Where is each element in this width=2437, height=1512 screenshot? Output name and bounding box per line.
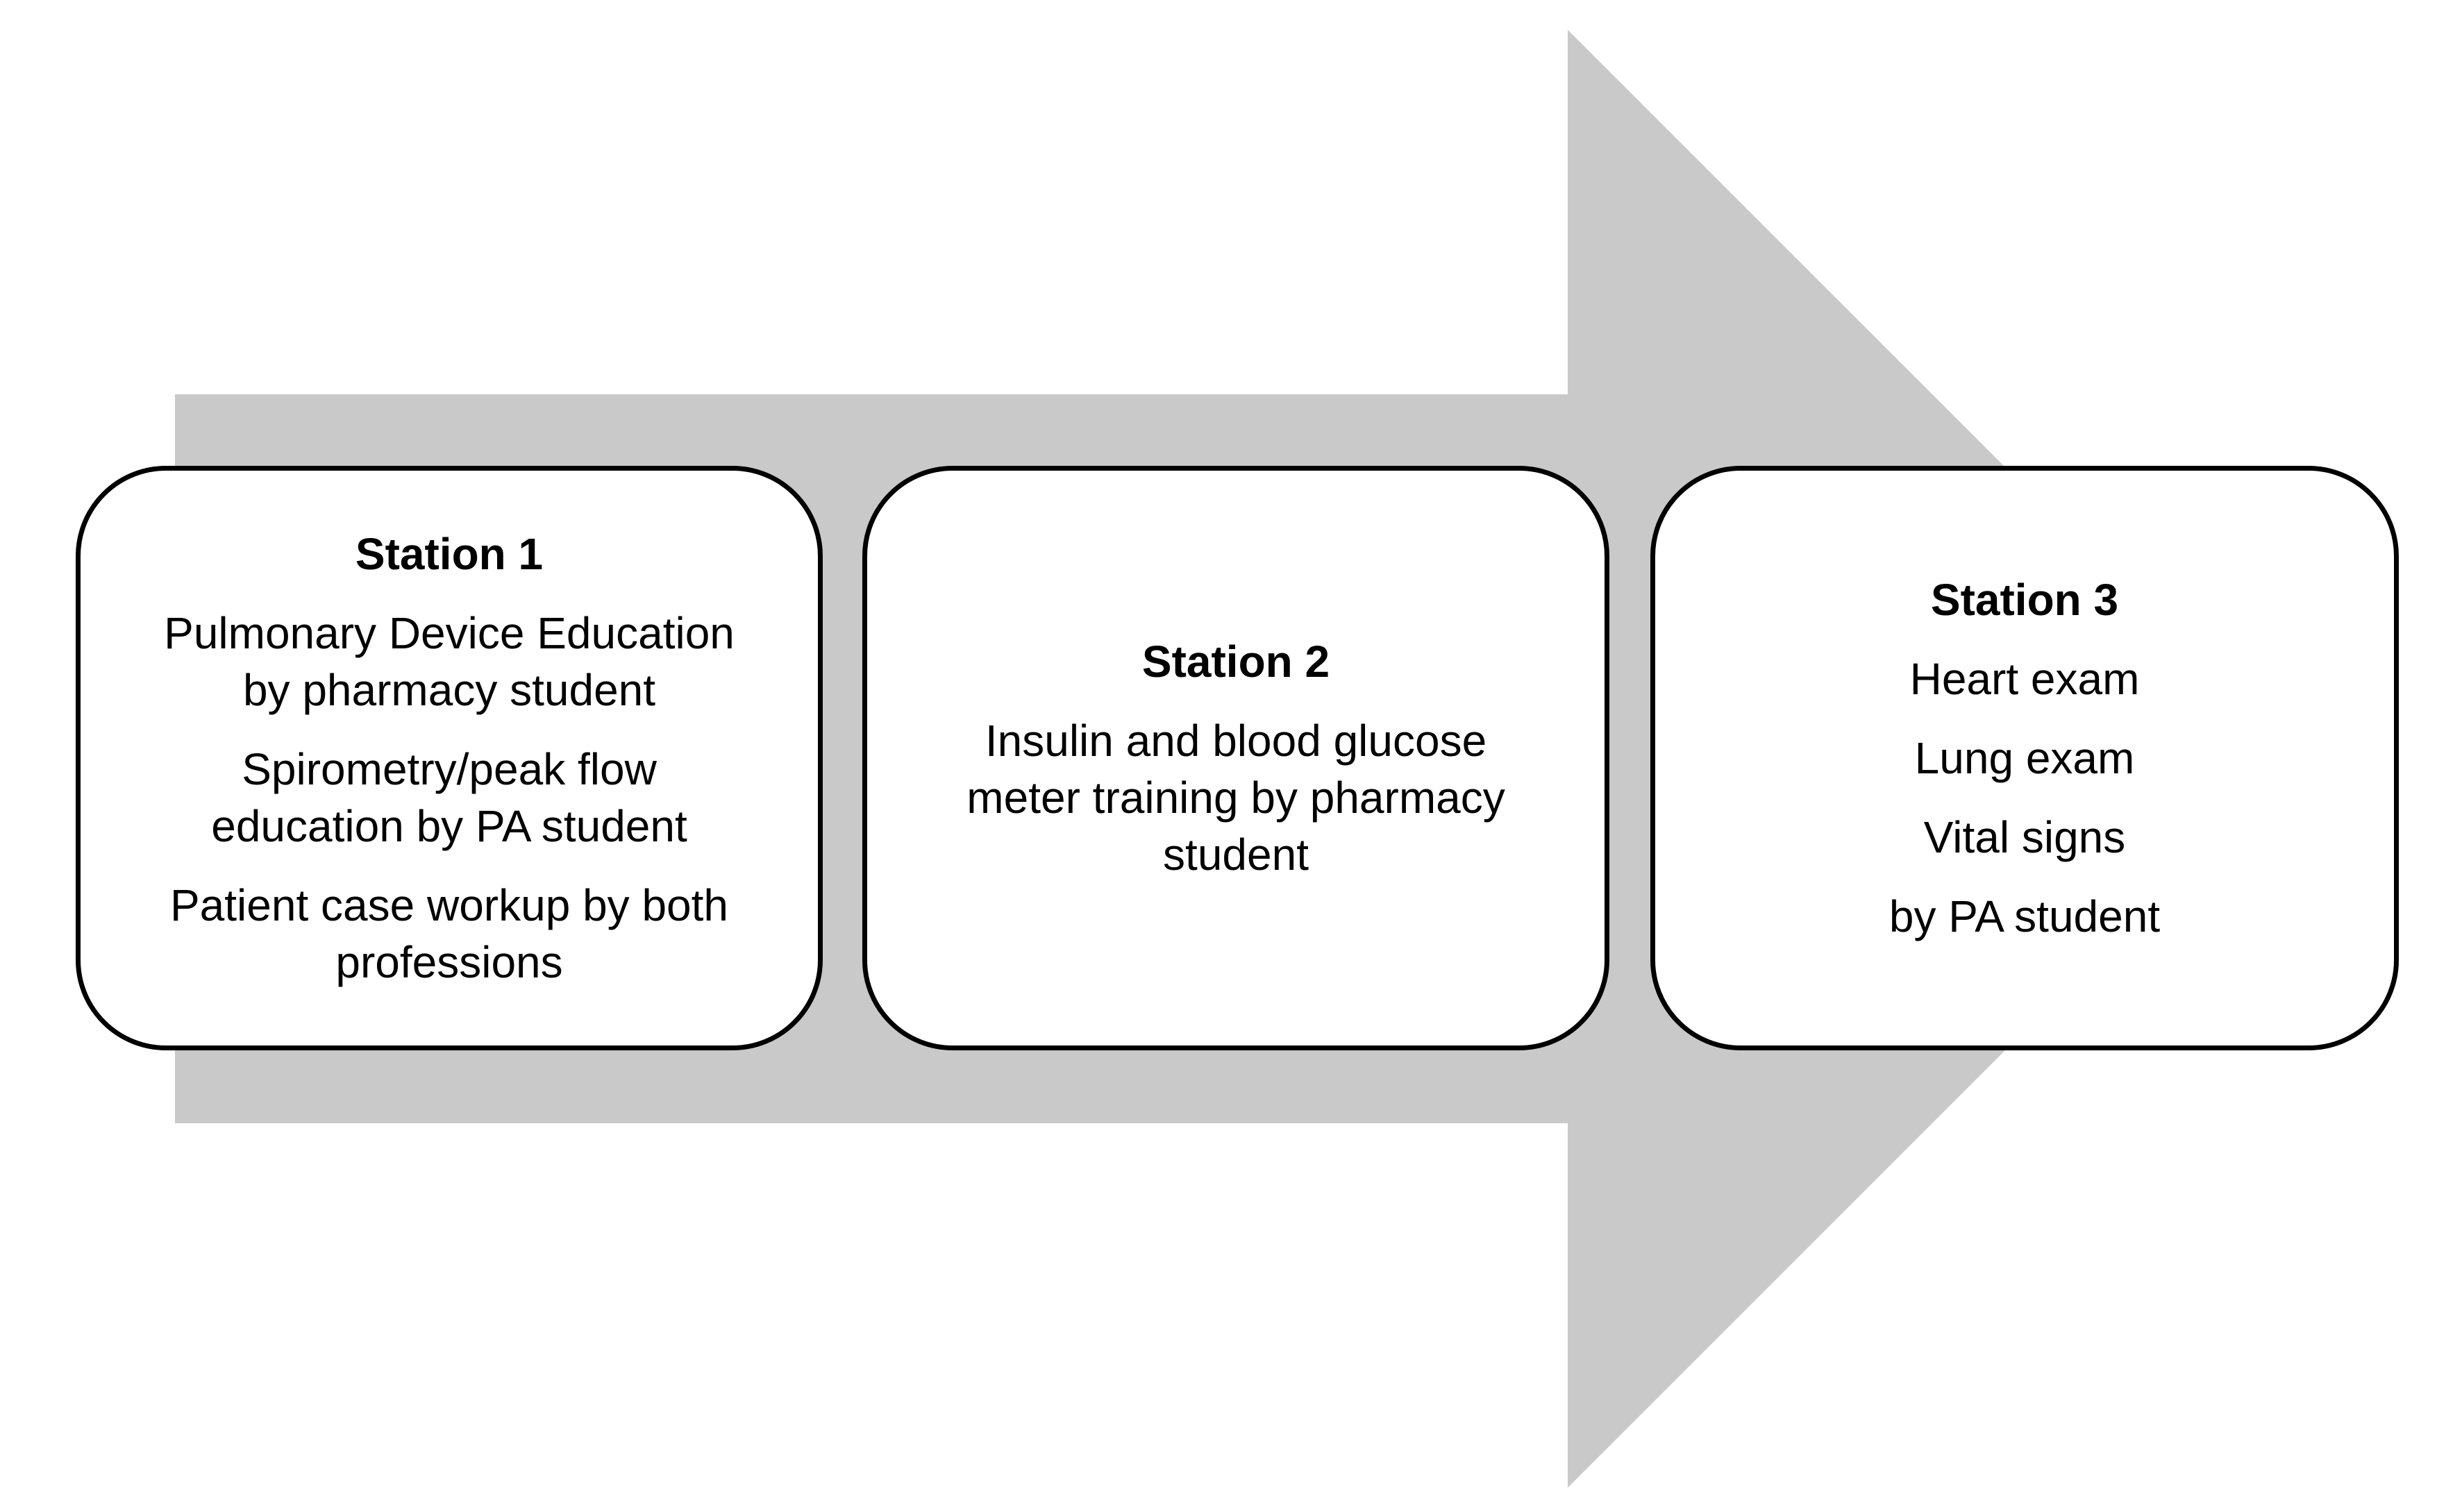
station-3-item-lung-exam: Lung exam	[1914, 733, 2135, 783]
station-3-title: Station 3	[1930, 575, 2119, 625]
station-3-item-vital-signs: Vital signs	[1923, 812, 2126, 862]
station-2-box: Station 2 Insulin and blood glucose mete…	[862, 466, 1609, 1050]
station-1-title: Station 1	[355, 529, 544, 579]
station-3-item-heart-exam: Heart exam	[1909, 654, 2140, 704]
station-1-item-patient-case-workup: Patient case workup by both professions	[169, 880, 729, 987]
station-3-box: Station 3 Heart exam Lung exam Vital sig…	[1650, 466, 2399, 1050]
station-3-item-by-pa-student: by PA student	[1889, 891, 2161, 941]
station-2-title: Station 2	[1141, 637, 1330, 687]
station-1-item-spirometry-peak-flow: Spirometry/peak flow education by PA stu…	[211, 744, 687, 851]
station-1-box: Station 1 Pulmonary Device Education by …	[76, 466, 823, 1050]
station-1-item-pulmonary-device-education: Pulmonary Device Education by pharmacy s…	[164, 608, 735, 715]
station-2-item-insulin-glucose-training: Insulin and blood glucose meter training…	[966, 716, 1505, 880]
